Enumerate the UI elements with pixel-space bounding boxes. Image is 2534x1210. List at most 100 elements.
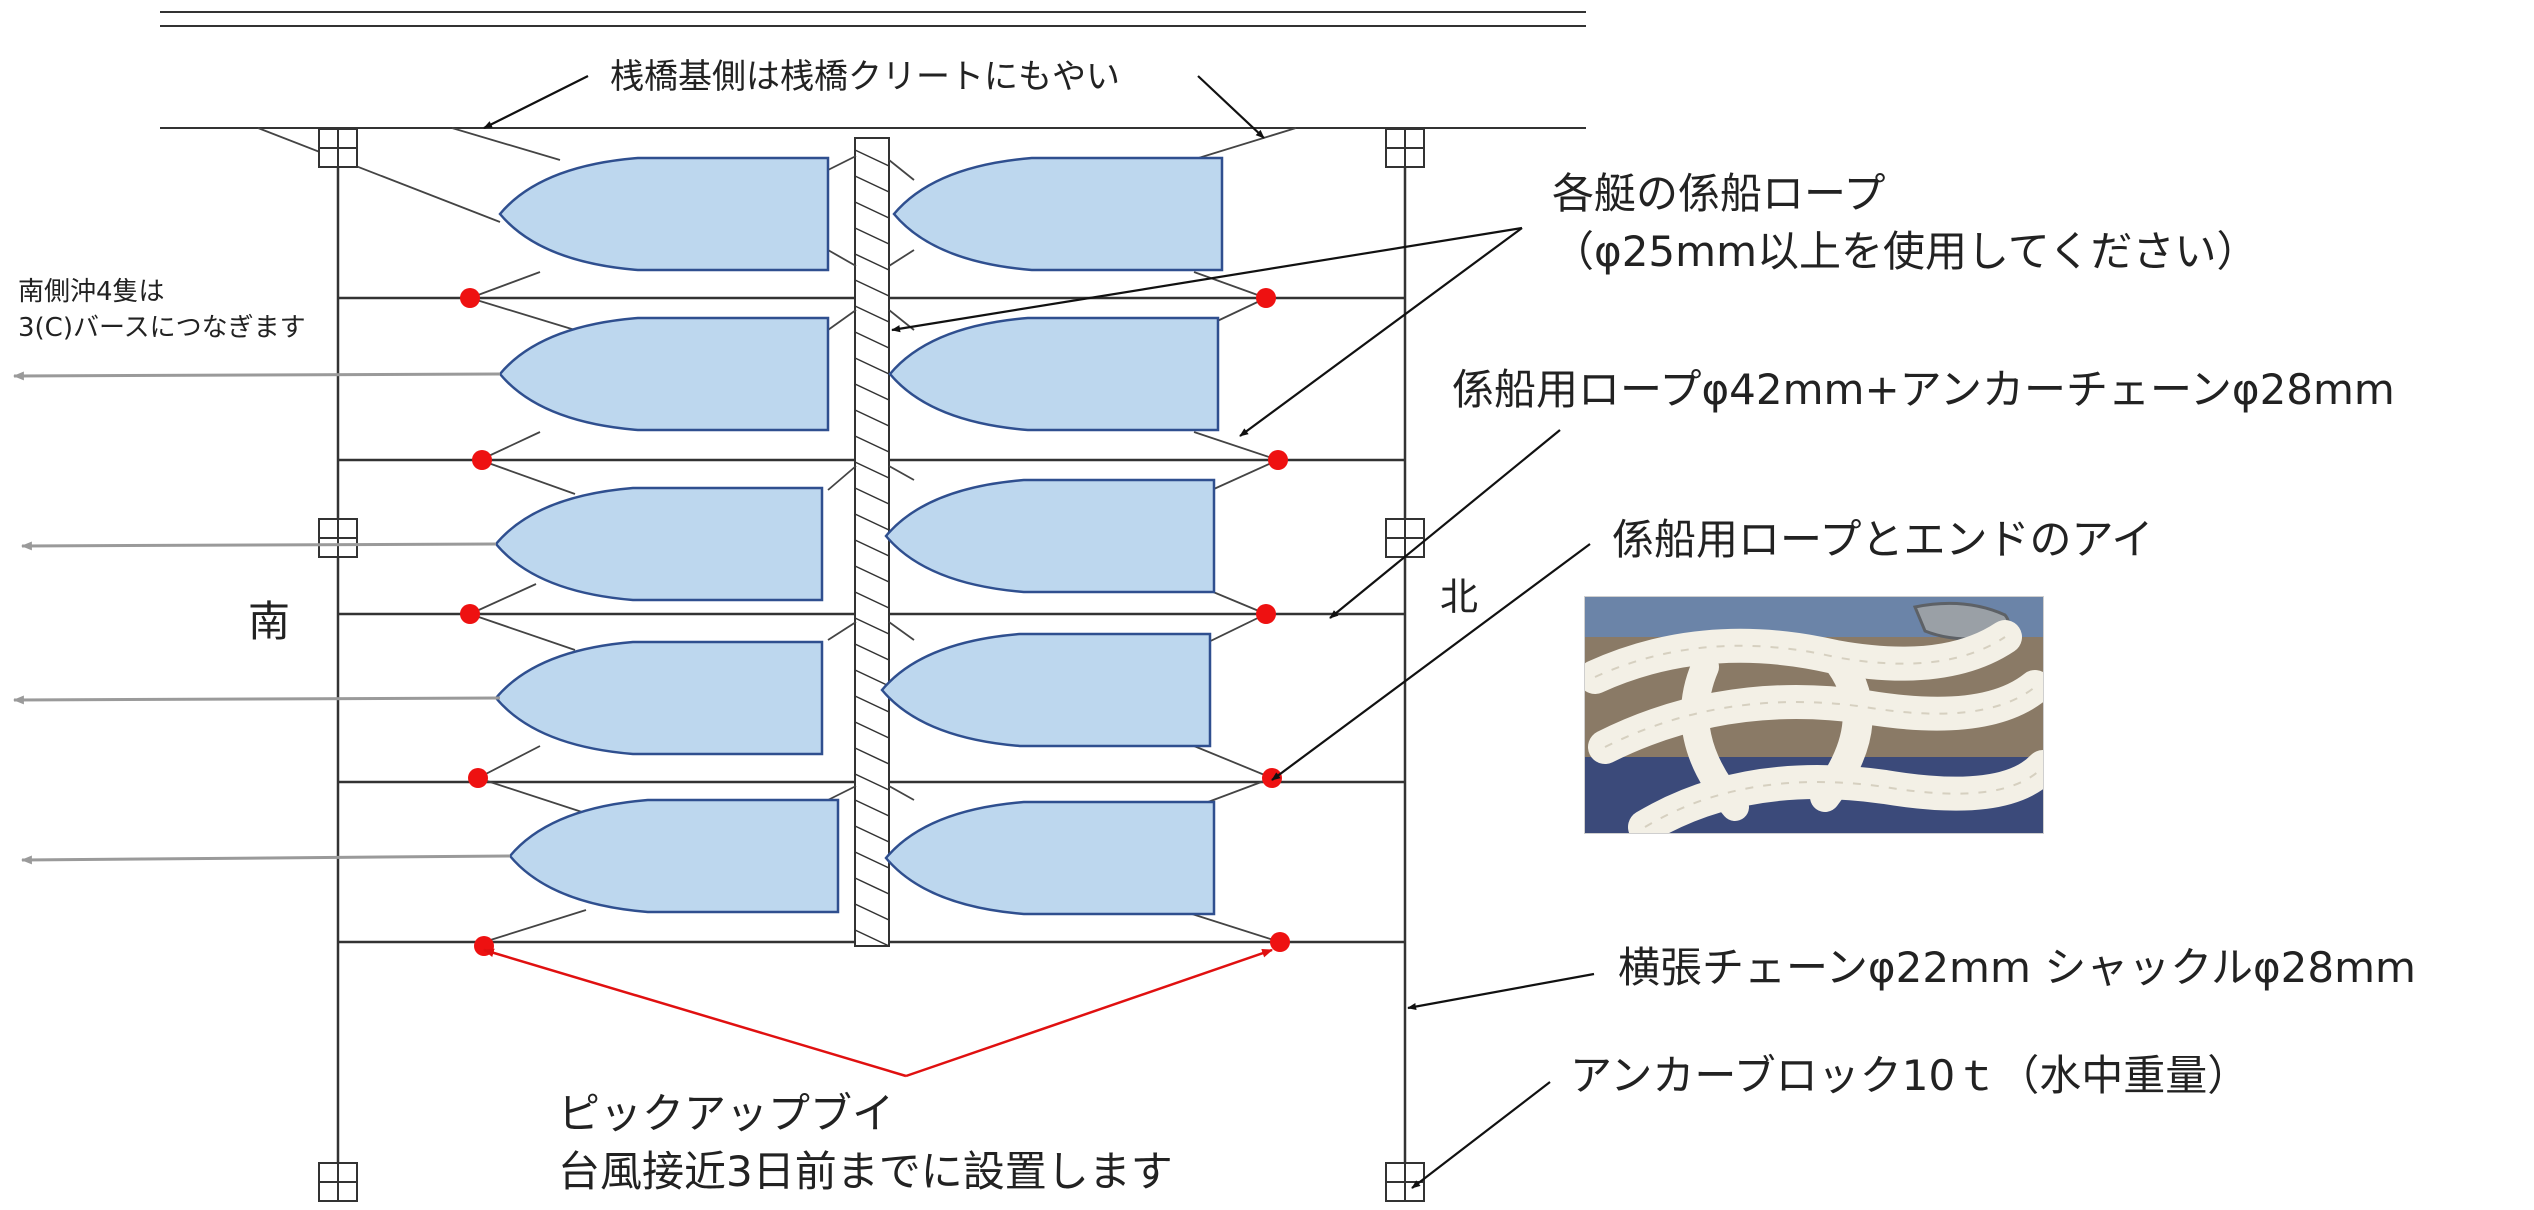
boat-north-1	[892, 156, 1224, 272]
tow-arrow-4	[20, 854, 511, 865]
leader-pier-left	[483, 75, 589, 129]
pontoon-tick	[854, 487, 890, 505]
label-pickup-buoy-2: 台風接近3日前までに設置します	[558, 1147, 1173, 1196]
pickup-buoy-7	[468, 768, 488, 788]
pontoon-tick	[854, 929, 890, 947]
label-cross-chain: 横張チェーンφ22mm シャックルφ28mm	[1618, 943, 2416, 992]
pickup-buoy-3	[472, 450, 492, 470]
label-anchor-block: アンカーブロック10ｔ（水中重量）	[1570, 1051, 2249, 1100]
rope-26	[827, 309, 857, 331]
rope-31	[888, 465, 915, 481]
leader-boat-rope-2	[1239, 227, 1523, 437]
pontoon-tick	[854, 617, 890, 635]
leader-pier-right	[1197, 75, 1265, 139]
boat-south-4	[494, 640, 824, 756]
rope-4	[827, 249, 857, 267]
boat-south-2	[498, 316, 830, 432]
pontoon-tick	[854, 877, 890, 895]
labels: 桟橋基側は桟橋クリートにもやい 南側沖4隻は 3(C)バースにつなぎます 各艇の…	[18, 57, 2416, 1196]
rope-14	[1193, 431, 1279, 461]
rope-33	[888, 785, 915, 801]
rope-10	[1193, 271, 1267, 299]
pontoon-tick	[854, 643, 890, 661]
label-rope-end-eye: 係船用ロープとエンドのアイ	[1612, 515, 2153, 564]
rope-22	[1193, 745, 1273, 779]
pontoon-tick	[854, 825, 890, 843]
pickup-buoy-10	[1270, 932, 1290, 952]
pontoon-tick	[854, 695, 890, 713]
rope-32	[888, 621, 915, 641]
boat-north-5	[884, 800, 1216, 916]
pontoon-tick	[854, 435, 890, 453]
pontoon-tick	[854, 383, 890, 401]
pontoon-tick	[854, 773, 890, 791]
pickup-buoy-1	[460, 288, 480, 308]
leader-mooring-rope	[1329, 429, 1561, 619]
pickup-buoy-5	[460, 604, 480, 624]
boat-south-5	[508, 798, 840, 914]
pontoon-tick	[854, 253, 890, 271]
pontoon-tick	[854, 591, 890, 609]
boat-north-2	[888, 316, 1220, 432]
pontoon-tick	[854, 331, 890, 349]
pickup-buoy-4	[1268, 450, 1288, 470]
leader-anchor-block	[1411, 1081, 1551, 1189]
leader-rope-eye	[1271, 543, 1591, 781]
rope-2	[451, 127, 561, 161]
pickup-leader-right	[905, 948, 1274, 1078]
coiled-rope-photo-svg	[1585, 597, 2043, 833]
rope-28	[827, 621, 857, 641]
label-north: 北	[1440, 575, 1478, 619]
label-boat-rope-1: 各艇の係船ロープ	[1552, 169, 1885, 218]
pickup-buoy-2	[1256, 288, 1276, 308]
pontoon-tick	[854, 565, 890, 583]
main-chains	[336, 148, 1407, 1182]
pontoon-tick	[854, 903, 890, 921]
anchor-block-2	[1385, 128, 1425, 168]
annotation-leaders	[483, 75, 1595, 1189]
boat-north-3	[884, 478, 1216, 594]
pier	[160, 11, 1586, 129]
pontoon-tick	[854, 721, 890, 739]
rope-16	[469, 583, 537, 615]
pontoon-tick	[854, 851, 890, 869]
pontoon-tick	[854, 669, 890, 687]
label-south-note-2: 3(C)バースにつなぎます	[18, 313, 306, 343]
rope-7	[888, 249, 915, 267]
rope-24	[483, 909, 587, 943]
pontoon-tick	[854, 747, 890, 765]
center-pontoon	[854, 137, 890, 947]
rope-20	[477, 745, 541, 779]
anchor-block-3	[318, 518, 358, 558]
anchor-blocks	[318, 128, 1425, 1202]
rope-17	[469, 613, 576, 651]
tow-arrow-2	[20, 541, 497, 551]
boat-south-3	[494, 486, 824, 602]
leader-cross-chain	[1407, 972, 1595, 1011]
pontoon-tick	[854, 461, 890, 479]
label-pier-side: 桟橋基側は桟橋クリートにもやい	[610, 57, 1120, 97]
tow-arrow-3	[12, 695, 501, 705]
rope-6	[888, 159, 915, 181]
pickup-leaders	[482, 948, 1274, 1078]
boat-north-4	[880, 632, 1212, 748]
boat-south-1	[498, 156, 830, 272]
anchor-block-5	[318, 1162, 358, 1202]
pontoon-tick	[854, 279, 890, 297]
tow-arrows	[12, 371, 511, 865]
pontoon-tick	[854, 227, 890, 245]
leader-boat-rope-1	[891, 226, 1523, 333]
pontoon-tick	[854, 539, 890, 557]
anchor-block-1	[318, 128, 358, 168]
cross-chains	[338, 296, 1405, 944]
rope-1	[257, 127, 501, 223]
rope-21	[477, 777, 583, 813]
rope-29	[827, 785, 857, 801]
pontoon-tick	[854, 513, 890, 531]
pontoon-tick	[854, 201, 890, 219]
anchor-block-4	[1385, 518, 1425, 558]
label-boat-rope-2: （φ25mm以上を使用してください）	[1552, 227, 2258, 276]
pontoon-tick	[854, 799, 890, 817]
pontoon-tick	[854, 149, 890, 167]
boats	[494, 156, 1224, 916]
